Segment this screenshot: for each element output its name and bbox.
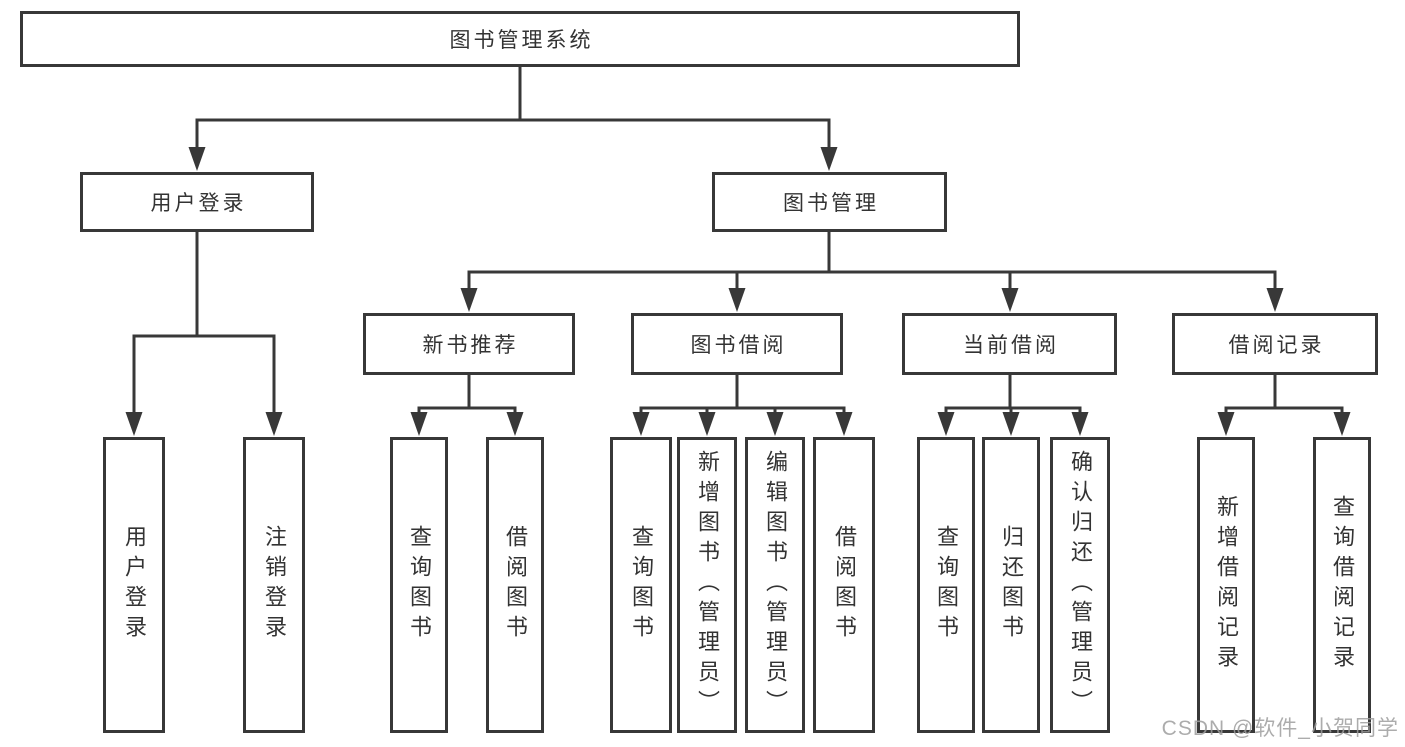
leaf-br-query-record-label: 查询借阅记录 (1330, 495, 1355, 675)
leaf-br-add-record-label: 新增借阅记录 (1214, 495, 1239, 675)
node-book-borrow-label: 图书借阅 (690, 334, 787, 357)
node-user-login-label: 用户登录 (150, 192, 247, 215)
node-new-book-recommend-label: 新书推荐 (422, 334, 519, 357)
leaf-cb-query-books-label: 查询图书 (934, 525, 959, 645)
node-new-book-recommend: 新书推荐 (363, 313, 575, 375)
leaf-nbr-borrow-books: 借阅图书 (486, 437, 544, 733)
leaf-bb-add-books-admin: 新增图书（管理员） (677, 437, 737, 733)
leaf-user-login-label: 用户登录 (122, 525, 147, 645)
leaf-br-query-record: 查询借阅记录 (1313, 437, 1371, 733)
leaf-nbr-query-books-label: 查询图书 (407, 525, 432, 645)
leaf-cb-confirm-return-admin-label: 确认归还（管理员） (1068, 450, 1093, 720)
node-book-borrow: 图书借阅 (631, 313, 843, 375)
leaf-cb-return-books-label: 归还图书 (999, 525, 1024, 645)
leaf-bb-add-books-admin-label: 新增图书（管理员） (695, 450, 720, 720)
leaf-cb-query-books: 查询图书 (917, 437, 975, 733)
leaf-cb-confirm-return-admin: 确认归还（管理员） (1050, 437, 1110, 733)
leaf-logout-label: 注销登录 (262, 525, 287, 645)
leaf-bb-edit-books-admin: 编辑图书（管理员） (745, 437, 805, 733)
leaf-br-add-record: 新增借阅记录 (1197, 437, 1255, 733)
leaf-bb-edit-books-admin-label: 编辑图书（管理员） (763, 450, 788, 720)
csdn-watermark: CSDN @软件_小贺同学 (1161, 717, 1399, 740)
node-current-borrow-label: 当前借阅 (963, 334, 1059, 357)
node-book-management-label: 图书管理 (783, 192, 879, 215)
node-book-management: 图书管理 (712, 172, 947, 232)
leaf-nbr-borrow-books-label: 借阅图书 (503, 525, 528, 645)
node-borrow-records-label: 借阅记录 (1228, 334, 1325, 357)
node-root-system: 图书管理系统 (20, 11, 1020, 67)
leaf-user-login: 用户登录 (103, 437, 165, 733)
leaf-cb-return-books: 归还图书 (982, 437, 1040, 733)
leaf-nbr-query-books: 查询图书 (390, 437, 448, 733)
leaf-bb-query-books: 查询图书 (610, 437, 672, 733)
node-current-borrow: 当前借阅 (902, 313, 1117, 375)
leaf-logout: 注销登录 (243, 437, 305, 733)
leaf-bb-borrow-books: 借阅图书 (813, 437, 875, 733)
node-root-label: 图书管理系统 (449, 29, 594, 52)
leaf-bb-borrow-books-label: 借阅图书 (832, 525, 857, 645)
node-user-login: 用户登录 (80, 172, 314, 232)
node-borrow-records: 借阅记录 (1172, 313, 1378, 375)
leaf-bb-query-books-label: 查询图书 (629, 525, 654, 645)
